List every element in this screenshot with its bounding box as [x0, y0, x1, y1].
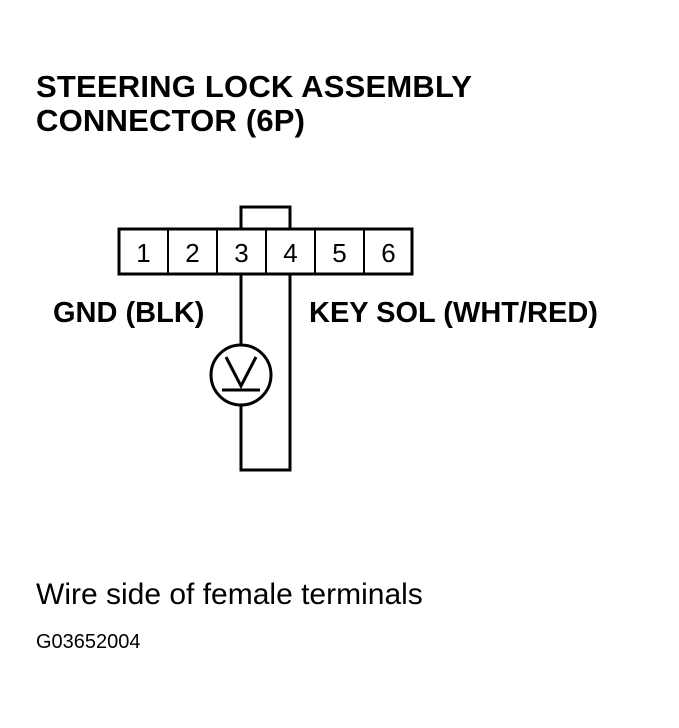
- figure-id: G03652004: [36, 631, 141, 653]
- pin-5-label: 5: [332, 238, 346, 268]
- voltmeter-v-glyph: [224, 356, 258, 390]
- key-sol-wire-label: KEY SOL (WHT/RED): [309, 297, 598, 329]
- connector-lock-tab: [239, 205, 292, 231]
- pin-4-label: 4: [283, 238, 297, 268]
- diagram-caption: Wire side of female terminals: [36, 578, 423, 611]
- gnd-wire-label: GND (BLK): [53, 297, 205, 329]
- pin-1-label: 1: [136, 238, 150, 268]
- diagram-title: STEERING LOCK ASSEMBLY CONNECTOR (6P): [36, 70, 472, 138]
- pin-3-label: 3: [234, 238, 248, 268]
- title-line-2: CONNECTOR (6P): [36, 103, 306, 138]
- pin-2-label: 2: [185, 238, 199, 268]
- pin-6-label: 6: [381, 238, 395, 268]
- title-line-1: STEERING LOCK ASSEMBLY: [36, 69, 473, 104]
- voltmeter-symbol: [209, 343, 273, 407]
